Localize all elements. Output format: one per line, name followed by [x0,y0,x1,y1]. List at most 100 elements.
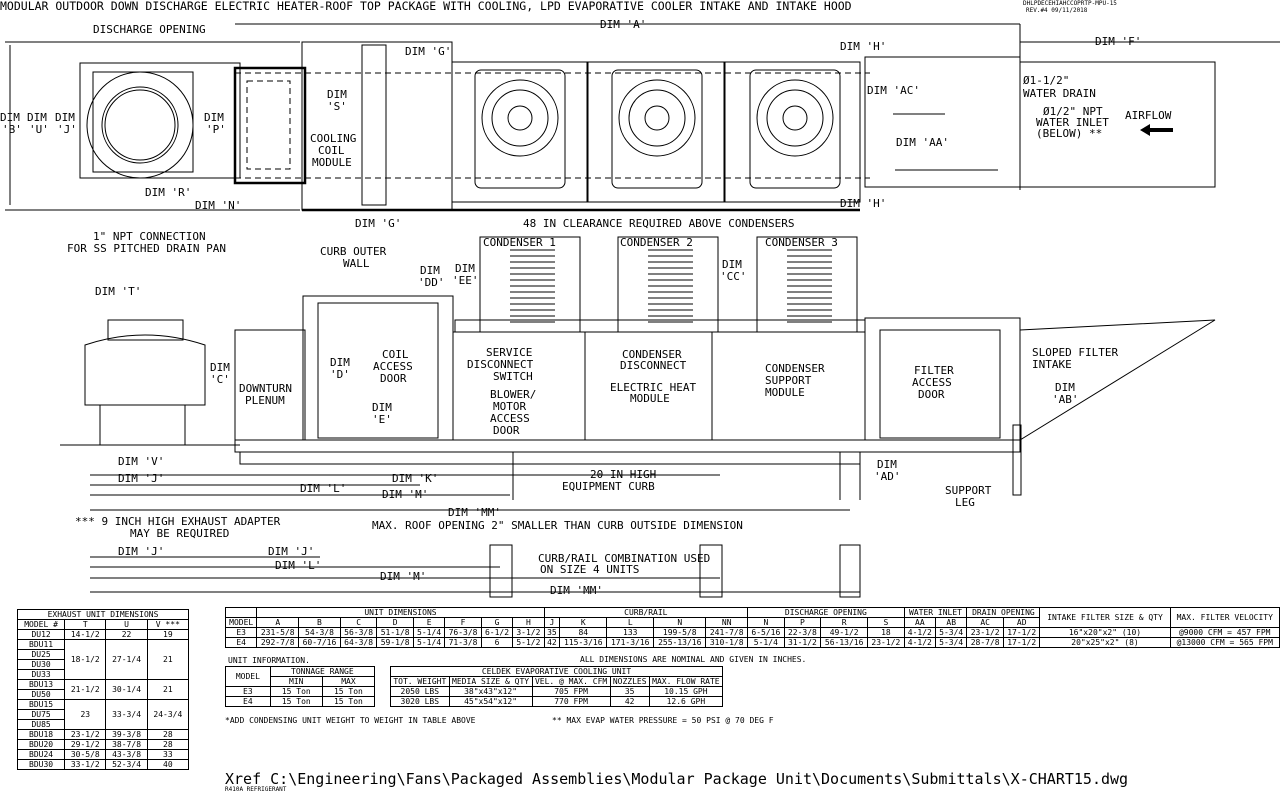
model-cell: DU75 [16,709,66,720]
label: DISCONNECT [620,359,687,372]
table-cell: 28 [146,729,190,740]
label: DIM 'T' [95,285,141,298]
label: SLOPED FILTER [1032,346,1118,359]
label: DIM 'R' [145,186,191,199]
table-cell: 52-3/4 [105,759,148,770]
label: AIRFLOW [1125,109,1172,122]
drawing-id: DHLPDECEHIAHCCOPRTP-MPU-15 [1023,0,1117,7]
condenser-fan-2 [611,69,703,189]
label: DIM [372,401,392,414]
model-cell: DU30 [16,659,66,670]
table-cell: 199-5/8 [653,627,707,638]
table-cell: 51-1/8 [376,627,414,638]
table-cell: 133 [606,627,655,638]
column-header: E [412,617,446,628]
label: 'D' [330,368,350,381]
revision: REV.#4 09/11/2018 [1026,7,1088,14]
table-cell: 5-1/2 [512,637,545,648]
table-cell: 84 [559,627,608,638]
label: 'J' [57,123,77,136]
label: 'EE' [452,274,479,287]
column-header: U [105,619,148,630]
model-cell: DU12 [16,629,66,640]
table-cell: 310-1/8 [705,637,749,648]
label: ON SIZE 4 UNITS [540,563,639,576]
table-cell: 6-1/2 [480,627,514,638]
column-header: MIN [269,676,323,687]
column-header: INTAKE FILTER SIZE & QTY [1039,607,1171,628]
column-header: A [256,617,300,628]
label: DIM [327,88,347,101]
label: DIM 'G' [355,217,401,230]
label: INTAKE [1032,358,1072,371]
table-cell: 17-1/2 [1002,627,1041,638]
table-cell: E4 [225,696,271,707]
label: FOR SS PITCHED DRAIN PAN [67,242,226,255]
label: WALL [343,257,370,270]
label: MODULE [312,156,352,169]
model-cell: BDU30 [16,759,66,770]
column-header: MEDIA SIZE & QTY [448,676,533,687]
table-cell: 18 [867,627,905,638]
label: SERVICE [486,346,532,359]
table-cell: 64-3/8 [339,637,378,648]
label: WATER INLET [1036,116,1109,129]
label: EQUIPMENT CURB [562,480,655,493]
table-cell: 115-3/16 [559,637,608,648]
column-header: AC [966,617,1004,628]
table-cell: 770 FPM [531,696,611,707]
column-header: S [867,617,905,628]
label: 'E' [372,413,392,426]
label: 20 IN HIGH [590,468,656,481]
table-cell: 28-7/8 [966,637,1004,648]
label: DIM 'M' [382,488,428,501]
table-cell: 31-1/2 [783,637,822,648]
label: DIM 'N' [195,199,241,212]
label: DOWNTURN [239,382,292,395]
table-cell: 43-3/8 [105,749,148,760]
table-cell: 4-1/2 [903,637,937,648]
column-header: MODEL # [16,619,66,630]
label: DIM 'J' [118,472,164,485]
label: ACCESS [490,412,530,425]
group-header: UNIT DIMENSIONS [256,607,545,618]
label: *** 9 INCH HIGH EXHAUST ADAPTER [75,515,281,528]
column-header: N [653,617,707,628]
column-header: H [512,617,545,628]
label: DISCHARGE OPENING [93,23,206,36]
model-cell: DU25 [16,649,66,660]
model-cell: BDU11 [16,639,66,650]
table-cell: 33 [146,749,190,760]
table-cell: 20"x25"x2" (8) [1039,637,1171,648]
label: MOTOR [493,400,526,413]
label: 1" NPT CONNECTION [93,230,206,243]
label: DOOR [380,372,407,385]
table-cell: 22 [105,629,148,640]
column-header: AD [1002,617,1041,628]
column-header: B [298,617,341,628]
refrigerant-note: R410A REFRIGERANT [225,786,287,793]
table-cell: @13000 CFM = 565 FPM [1169,637,1280,648]
label: COIL [382,348,409,361]
column-header: N [747,617,785,628]
label: Ø1/2" NPT [1043,105,1103,118]
label: DIM 'M' [380,570,426,583]
model-cell: BDU15 [16,699,66,710]
column-header: NOZZLES [609,676,650,687]
table-cell: 27-1/4 [105,639,148,680]
table-cell: 76-3/8 [444,627,482,638]
table-cell: 23 [64,699,107,730]
label: 'AD' [874,470,901,483]
